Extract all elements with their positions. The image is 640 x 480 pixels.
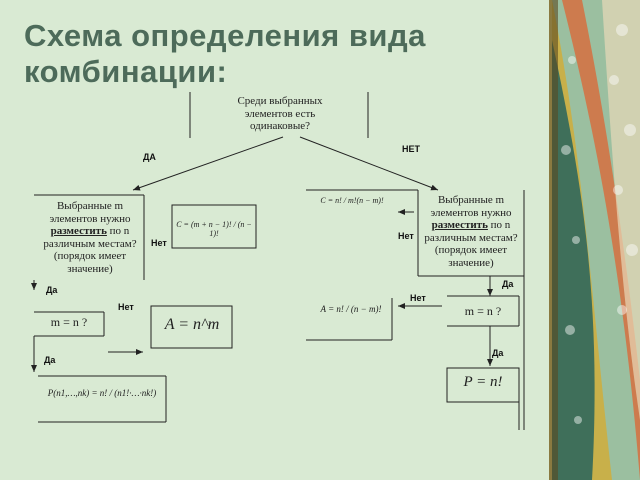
right-question-keyword: разместить (431, 219, 488, 231)
label-no-left-2: Нет (118, 302, 134, 312)
top-question: Среди выбранных элементов есть одинаковы… (237, 95, 323, 132)
label-no-left: Нет (151, 238, 167, 248)
slide: Схема определения вида комбинации: (0, 0, 552, 480)
left-question-keyword: разместить (50, 225, 107, 237)
label-no-top: НЕТ (402, 144, 420, 154)
formula-arrangement: A = n! / (n − m)! (320, 304, 382, 314)
label-yes-left-2: Да (44, 355, 56, 365)
formula-permutation-with-repetition: P(n1,…,nk) = n! / (n1!·…·nk!) (47, 388, 157, 398)
condition-right: m = n ? (464, 304, 502, 318)
right-question-before: Выбранные m элементов нужно (430, 194, 512, 219)
label-yes-top: ДА (143, 152, 156, 162)
right-question-after: по n различным местам? (порядок имеет зн… (424, 219, 518, 269)
right-question: Выбранные m элементов нужно разместить п… (420, 194, 522, 269)
label-yes-right: Да (502, 279, 514, 289)
left-question-after: по n различным местам? (порядок имеет зн… (43, 225, 137, 275)
label-no-right: Нет (398, 231, 414, 241)
left-question: Выбранные m элементов нужно разместить п… (38, 200, 142, 275)
formula-combination: C = n! / m!(n − m)! (320, 196, 384, 205)
formula-arrangement-with-repetition: A = n^m (164, 316, 220, 333)
label-yes-left: Да (46, 285, 58, 295)
decorative-panel (552, 0, 640, 480)
left-question-before: Выбранные m элементов нужно (49, 200, 131, 225)
formula-permutation: P = n! (463, 374, 503, 390)
condition-left: m = n ? (50, 315, 88, 329)
label-no-right-2: Нет (410, 293, 426, 303)
label-yes-right-2: Да (492, 348, 504, 358)
flowchart (31, 92, 525, 430)
decorative-pattern (552, 0, 640, 480)
page-title: Схема определения вида комбинации: (24, 18, 426, 89)
formula-combination-with-repetition: C = (m + n − 1)! / (n − 1)! (176, 220, 252, 238)
